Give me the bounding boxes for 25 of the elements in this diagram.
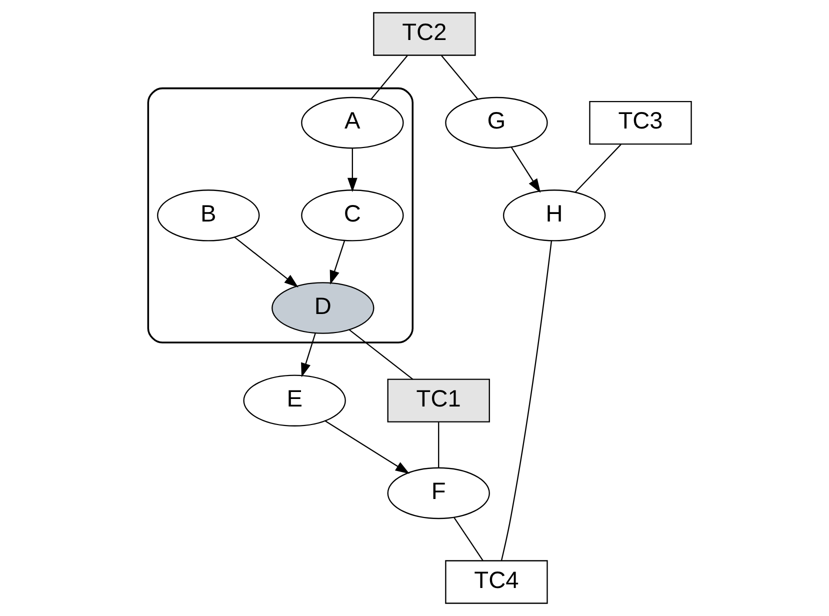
arrow — [510, 146, 540, 193]
connector — [500, 240, 552, 561]
arrow — [329, 240, 345, 285]
connector — [574, 144, 621, 193]
connector — [438, 422, 439, 468]
arrow — [300, 332, 316, 378]
connector — [440, 55, 478, 100]
arrow — [234, 236, 298, 288]
connector — [348, 329, 413, 380]
node-box: TC1 — [386, 378, 490, 422]
node-ellipse: D — [271, 282, 374, 334]
node-box: TC3 — [588, 100, 692, 145]
node-ellipse: F — [386, 467, 490, 520]
node-box: TC2 — [372, 12, 476, 56]
node-ellipse: H — [502, 190, 606, 242]
arrow — [324, 420, 410, 474]
node-ellipse: B — [156, 190, 260, 242]
node-ellipse: C — [300, 190, 404, 242]
node-ellipse: A — [300, 96, 404, 149]
arrow — [346, 148, 357, 192]
cluster — [146, 87, 414, 344]
node-ellipse: E — [242, 374, 346, 426]
node-ellipse: G — [444, 96, 548, 149]
node-box: TC4 — [444, 560, 548, 604]
connector — [453, 517, 483, 561]
